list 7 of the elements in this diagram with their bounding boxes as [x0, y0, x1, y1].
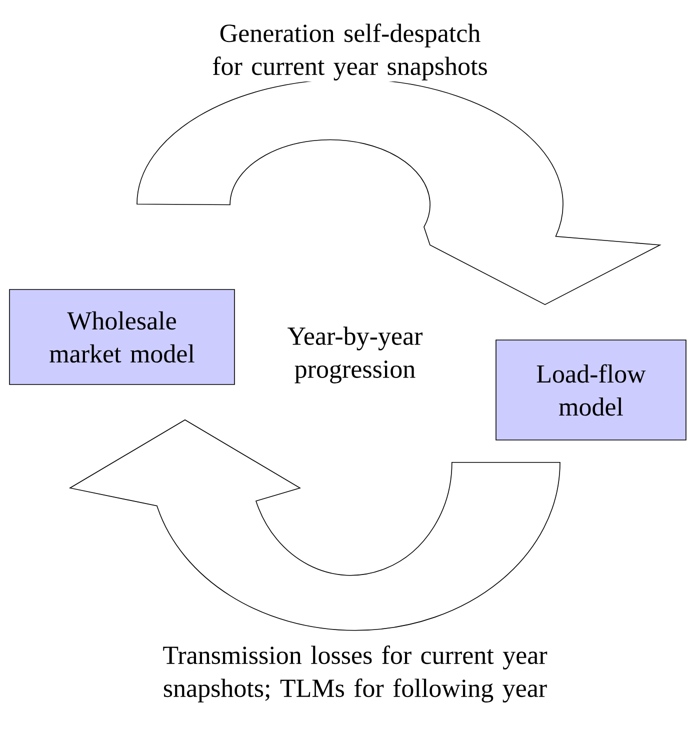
edge-label: Generation self-despatch for current year snapshots — [212, 24, 487, 80]
model-box: Wholesale market model — [9, 289, 235, 385]
model-box: Load-flow model — [496, 340, 686, 440]
curved-block-arrow — [136, 78, 660, 305]
center-label: Year-by-year progression — [288, 326, 422, 384]
curved-block-arrow — [70, 420, 560, 631]
edge-label: Transmission losses for current year snapshots; TLMs for following year — [163, 646, 548, 702]
